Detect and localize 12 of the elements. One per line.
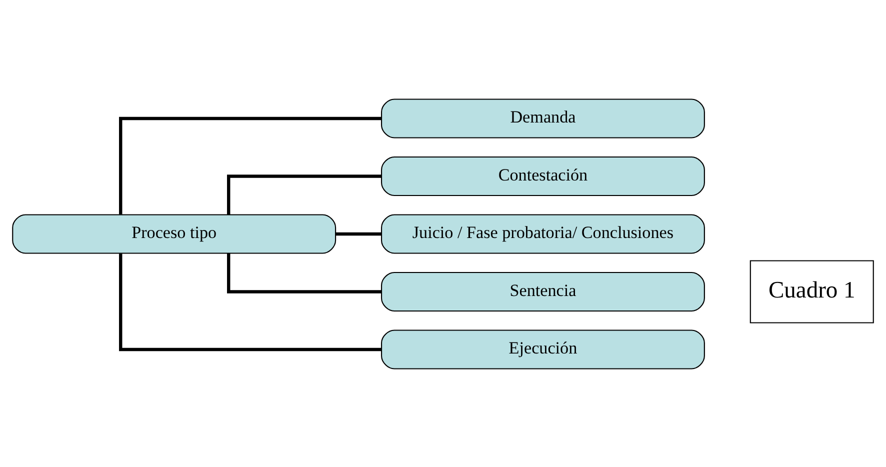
node-box: Sentencia xyxy=(380,271,705,312)
connector xyxy=(227,253,382,293)
connector xyxy=(227,174,382,214)
node-box: Proceso tipo xyxy=(12,214,336,254)
node-box: Cuadro 1 xyxy=(750,260,874,323)
connector xyxy=(336,232,382,236)
node-box: Juicio / Fase probatoria/ Conclusiones xyxy=(380,214,705,254)
connector xyxy=(119,116,382,214)
node-box: Demanda xyxy=(380,98,705,138)
node-box: Contestación xyxy=(380,156,705,196)
connector xyxy=(119,253,382,351)
node-box: Ejecución xyxy=(380,329,705,369)
